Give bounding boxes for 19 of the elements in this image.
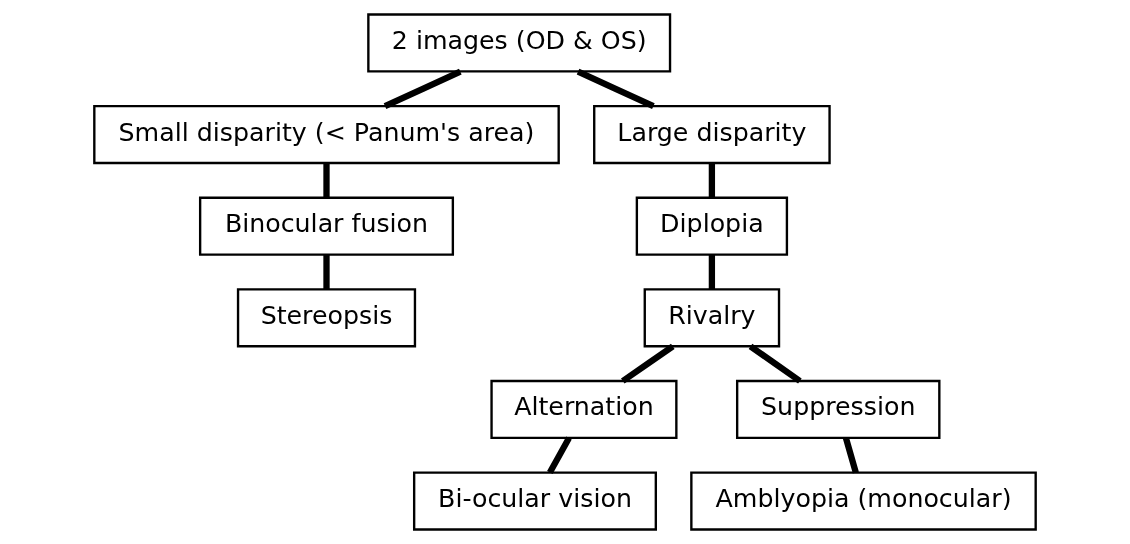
connector	[621, 343, 675, 384]
node-box: Amblyopia (monocular)	[690, 471, 1037, 531]
node-box: Suppression	[735, 379, 941, 440]
node-box: Bi-ocular vision	[412, 471, 657, 531]
connector	[708, 163, 716, 198]
connector	[842, 437, 859, 474]
connector	[547, 436, 572, 475]
connector	[708, 254, 716, 290]
connector	[323, 163, 330, 198]
connector	[323, 254, 330, 290]
node-box: Rivalry	[643, 288, 781, 348]
node-box: 2 images (OD & OS)	[367, 13, 672, 73]
node-box: Binocular fusion	[198, 196, 455, 256]
connector	[748, 343, 802, 384]
node-box: Alternation	[490, 379, 678, 440]
node-box: Large disparity	[593, 104, 831, 165]
node-box: Diplopia	[635, 196, 789, 256]
node-box: Stereopsis	[236, 288, 417, 348]
node-box: Small disparity (< Panum's area)	[93, 104, 560, 165]
